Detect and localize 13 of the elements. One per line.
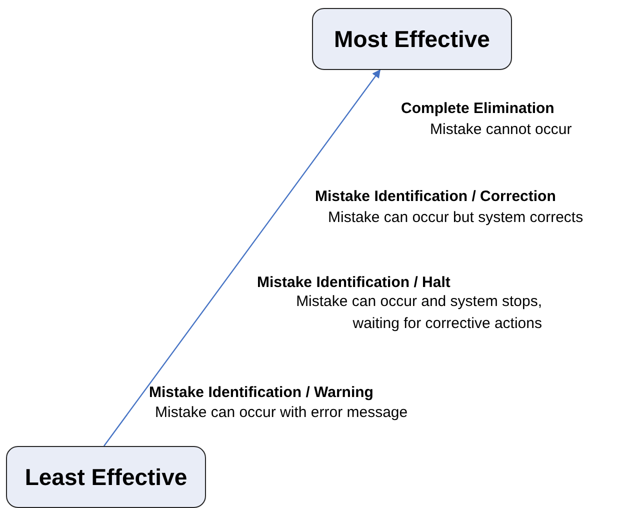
rounded-box	[312, 8, 512, 70]
box-title: Least Effective	[24, 464, 188, 490]
description: Mistake can occur but system corrects	[328, 208, 584, 228]
heading: Mistake Identification / Correction	[315, 187, 556, 207]
description: Mistake cannot occur	[430, 120, 572, 140]
heading: Mistake Identification / Halt	[257, 273, 450, 293]
description: Mistake can occur and system stops, waiting for corrective actions	[295, 292, 542, 334]
description: Mistake can occur with error message	[155, 403, 408, 423]
rounded-box	[6, 446, 206, 508]
arrow	[104, 69, 380, 446]
box-title: Most Effective	[334, 26, 490, 52]
heading: Mistake Identification / Warning	[149, 383, 374, 403]
heading: Complete Elimination	[401, 99, 554, 119]
